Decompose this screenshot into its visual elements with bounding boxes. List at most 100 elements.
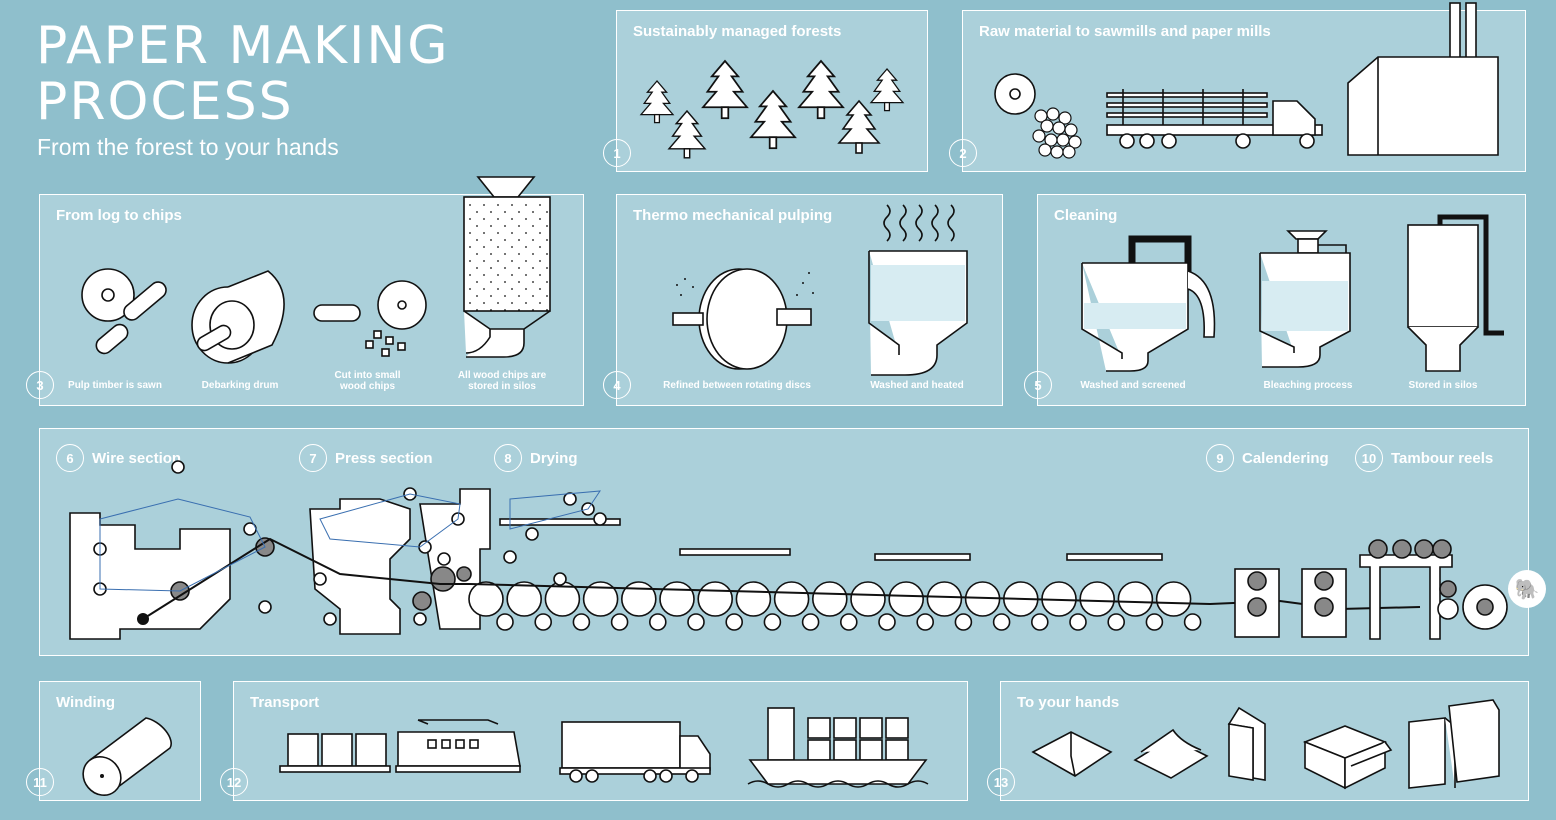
title-line-1: PAPER MAKING [36,16,450,76]
panel-pulping: Thermo mechanical pulping 4 Refined betw… [603,194,1003,406]
caption: Bleaching process [1263,380,1353,391]
drying-cylinder [773,581,810,617]
felt-roll [1183,613,1202,631]
drying-cylinder [659,581,695,617]
silo-icon [463,176,551,358]
title-line-2: PROCESS [36,72,294,132]
felt-roll [839,613,858,631]
truck-icon [559,721,711,783]
step-number: 6 [56,444,84,472]
step-number: 12 [220,768,248,796]
tambour-reel [1392,539,1412,559]
felt-roll [954,613,973,631]
step-number: 8 [494,444,522,472]
drying-cylinder [888,581,925,617]
press-roll [456,566,472,582]
stage-label: Wire section [92,449,182,467]
drying-cylinder [506,581,543,617]
panel-title: Transport [250,694,320,711]
paper-machine-icon [69,460,1508,640]
paper-roll-core [1476,598,1494,616]
stage-label: Calendering [1242,449,1329,467]
tambour-reel [1432,539,1452,559]
guide-roll [437,552,451,566]
dryer-frame [679,548,791,556]
paper-roll-icon [82,717,172,796]
panel-raw-material: Raw material to sawmills and paper mills… [949,2,1526,172]
tree-icon [701,59,749,120]
felt-roll [916,613,935,631]
screening-tank-icon [1081,235,1216,372]
felt-roll [496,613,514,631]
press-roll [430,566,456,592]
dryer-frame [499,518,621,526]
guide-roll [323,612,337,626]
caption: Pulp timber is sawn [68,380,162,391]
drying-cylinder [620,581,657,617]
panel-title: Winding [56,694,116,711]
page-title: PAPER MAKING PROCESS [36,18,450,130]
panel-winding: Winding 11 [26,681,201,801]
guide-roll [313,572,327,586]
panel-log-to-chips: From log to chips 3 Pulp timber is sawn … [26,176,584,406]
bag-icon [1408,699,1500,789]
step-number: 9 [1206,444,1234,472]
box-icon [1302,725,1393,790]
calender-roll [1247,571,1267,591]
step-number: 4 [603,371,631,399]
stage-wire-section: 6 Wire section [56,444,181,472]
panel-to-your-hands: To your hands 13 [987,681,1529,801]
drying-cylinder [1117,581,1154,617]
felt-roll [1030,613,1049,631]
felt-roll [610,613,629,631]
evernote-icon[interactable]: 🐘 [1508,570,1546,608]
guide-roll [553,572,567,586]
caption: All wood chips are stored in silos [457,370,547,392]
step-number: 2 [949,139,977,167]
calender-roll [1314,571,1334,591]
panel-title: Thermo mechanical pulping [633,207,833,224]
tree-icon [797,59,845,120]
step-number: 5 [1024,371,1052,399]
felt-roll [992,613,1011,631]
dryer-frame [1066,553,1163,561]
dryer-frame [874,553,971,561]
felt-roll [534,613,553,631]
felt-roll [878,613,896,631]
tambour-reel [1414,539,1434,559]
tree-icon [639,80,675,124]
calender-roll [1314,597,1334,617]
panel-title: Cleaning [1054,207,1118,224]
stage-calendering: 9 Calendering [1206,444,1329,472]
reel-drum [1439,580,1457,598]
refiner-disc-icon [672,268,814,370]
caption: Stored in silos [1408,380,1478,391]
guide-roll [413,612,427,626]
stage-drying: 8 Drying [494,444,578,472]
press-roll [412,591,432,611]
step-number: 10 [1355,444,1383,472]
felt-roll [1107,613,1125,631]
panel-transport: Transport 12 [220,681,968,801]
log-truck-icon [1106,89,1323,149]
step-number: 13 [987,768,1015,796]
wire-section-frame [69,512,231,640]
caption: Debarking drum [201,380,279,391]
stage-label: Press section [335,449,433,467]
tree-icon [869,68,905,112]
factory-icon [1347,2,1499,156]
drying-cylinder [582,581,619,617]
felt-roll [763,613,782,631]
drying-cylinder [468,581,504,617]
book-icon [1031,728,1209,779]
panel-paper-machine: 6 Wire section 7 Press section 8 Drying … [39,428,1529,656]
drying-cylinder [1155,581,1192,617]
tree-icon [749,89,797,150]
guide-roll [171,460,185,474]
felt-roll [572,613,591,631]
caption: Cut into small wood chips [334,370,401,392]
heating-tank-icon [868,204,968,376]
caption: Refined between rotating discs [663,380,811,391]
tree-icon [667,109,707,159]
step-number: 7 [299,444,327,472]
